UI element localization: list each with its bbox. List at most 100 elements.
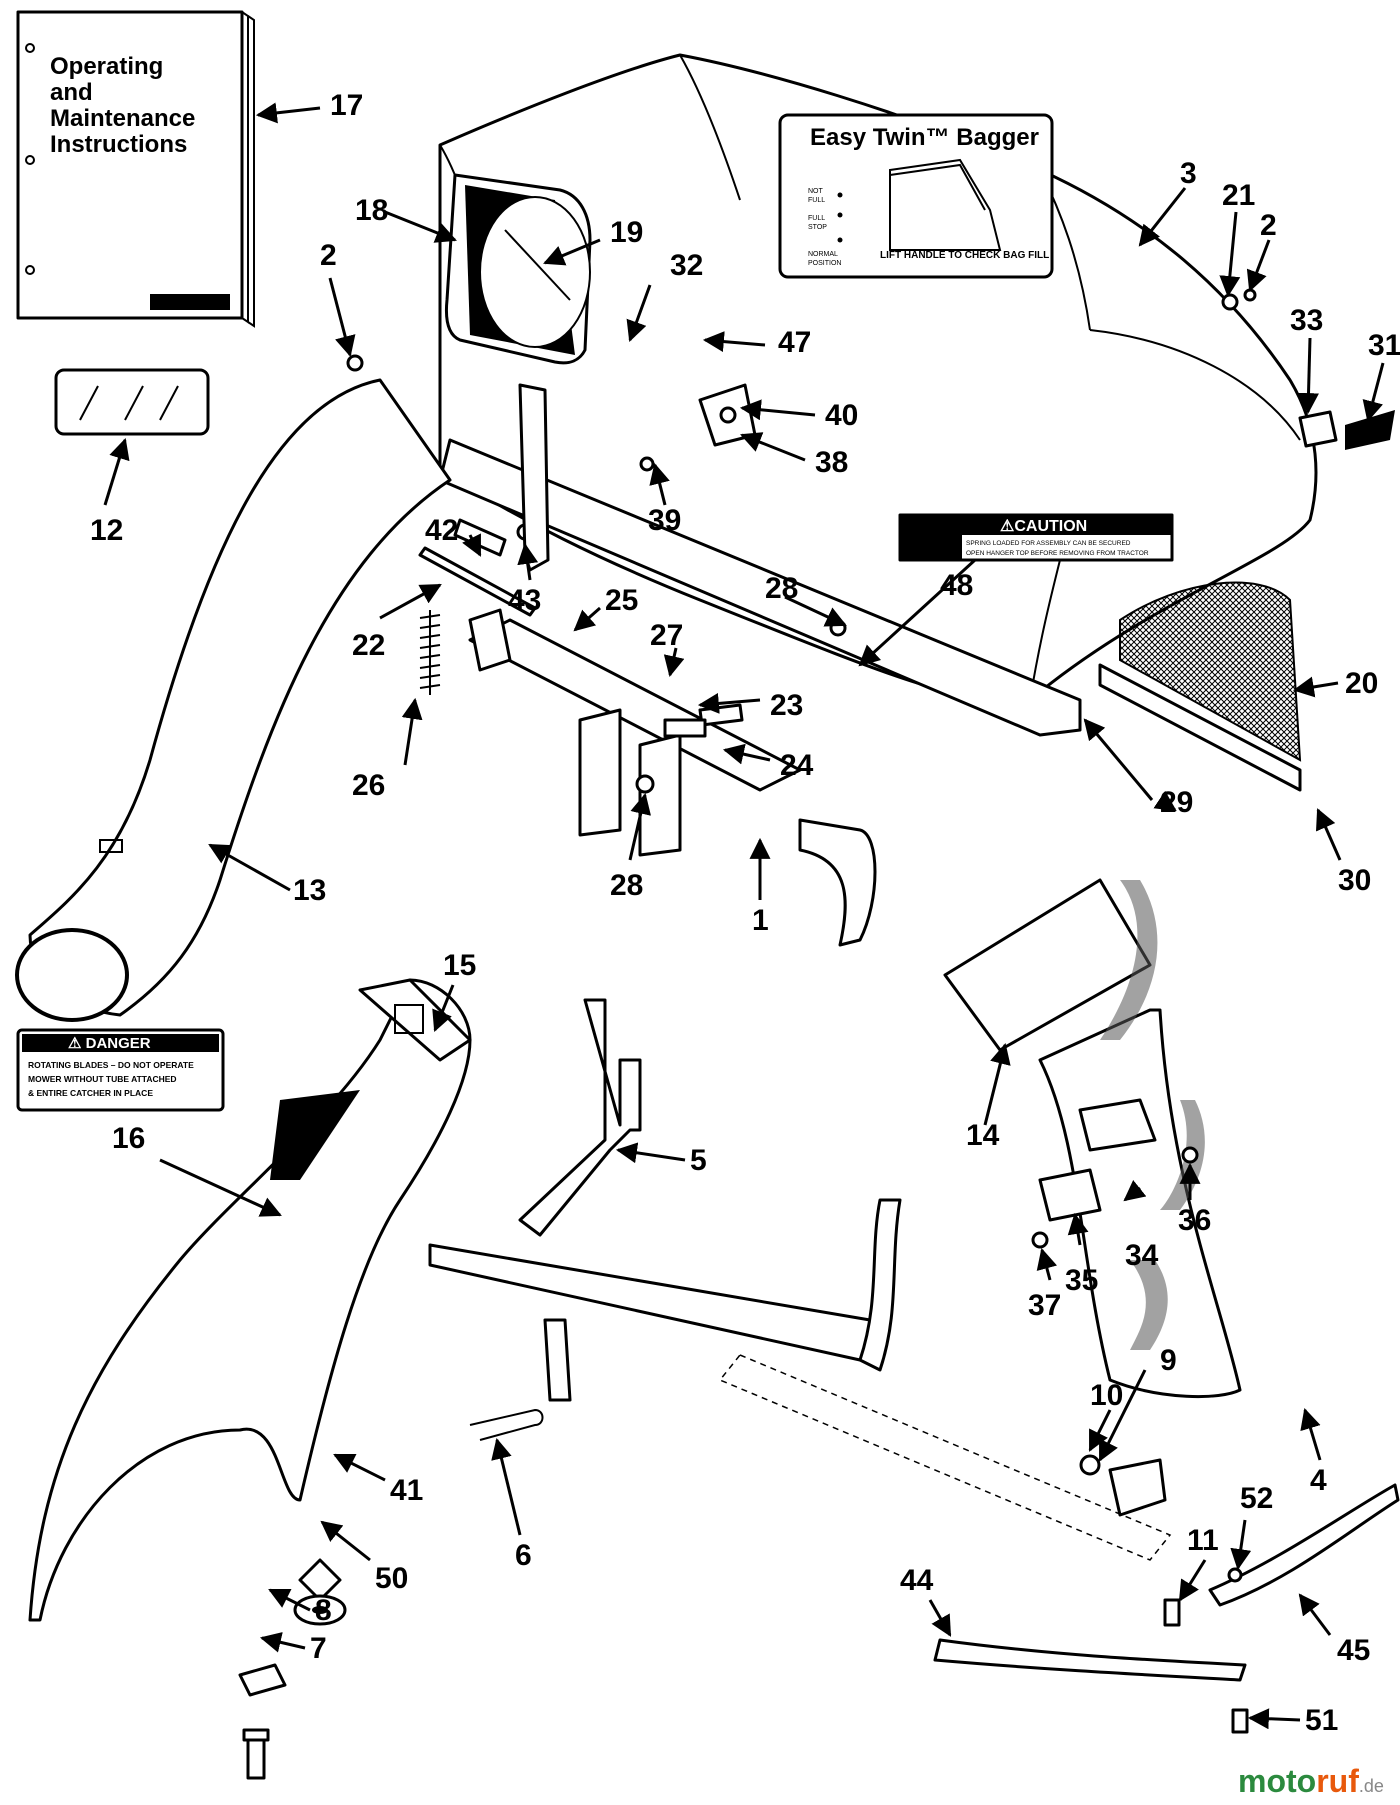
callout-5: 5 [690, 1144, 707, 1177]
callout-28b: 28 [610, 869, 643, 902]
decal-not-full-1: NOT [808, 188, 824, 195]
baffle-bracket [1079, 1454, 1181, 1627]
callout-4: 4 [1310, 1464, 1327, 1497]
callout-44: 44 [900, 1564, 934, 1597]
svg-text:motoruf.de: motoruf.de [1238, 1763, 1384, 1799]
callout-10: 10 [1090, 1379, 1123, 1412]
hood-screws [346, 288, 1257, 794]
danger-header: ⚠ DANGER [68, 1035, 151, 1052]
callout-12: 12 [90, 514, 123, 547]
callout-42: 42 [425, 514, 458, 547]
callout-8: 8 [315, 1594, 332, 1627]
watermark: motoruf.de [1238, 1763, 1384, 1799]
callout-26: 26 [352, 769, 385, 802]
callout-43: 43 [508, 584, 541, 617]
callout-13: 13 [293, 874, 326, 907]
callout-16: 16 [112, 1122, 145, 1155]
callout-19: 19 [610, 216, 643, 249]
callout-28a: 28 [765, 572, 798, 605]
callout-35: 35 [1065, 1264, 1098, 1297]
callout-22: 22 [352, 629, 385, 662]
callout-36: 36 [1178, 1204, 1211, 1237]
callout-48: 48 [940, 569, 973, 602]
callout-29: 29 [1160, 786, 1193, 819]
watermark-suffix: .de [1359, 1776, 1384, 1796]
callout-31: 31 [1368, 329, 1400, 362]
danger-line-1: ROTATING BLADES – DO NOT OPERATE [28, 1060, 194, 1070]
decal-not-full-2: FULL [808, 197, 825, 204]
callout-41: 41 [390, 1474, 423, 1507]
callout-11: 11 [1187, 1524, 1219, 1557]
discharge-tube [15, 378, 452, 1022]
callout-50: 50 [375, 1562, 408, 1595]
callout-52: 52 [1240, 1482, 1273, 1515]
callout-51: 51 [1305, 1704, 1338, 1737]
hairpin-clip [469, 1408, 544, 1441]
callout-33: 33 [1290, 304, 1323, 337]
callout-20: 20 [1345, 667, 1378, 700]
callout-21: 21 [1222, 179, 1255, 212]
manual-line-4: Instructions [50, 131, 187, 158]
bag-bracket [1031, 1098, 1199, 1249]
decal-title: Easy Twin™ Bagger [810, 124, 1039, 151]
reflector-window [54, 368, 210, 436]
decal-normal-2: POSITION [808, 260, 841, 267]
chute-opening [444, 173, 592, 365]
manual-line-2: and [50, 79, 93, 106]
decal-lift-text: LIFT HANDLE TO CHECK BAG FILL [880, 250, 1049, 261]
callout-45: 45 [1337, 1634, 1370, 1667]
support-frame [428, 998, 902, 1402]
caution-line-2: OPEN HANGER TOP BEFORE REMOVING FROM TRA… [966, 550, 1149, 557]
callout-40: 40 [825, 399, 858, 432]
callout-38: 38 [815, 446, 848, 479]
bag-chute [28, 978, 472, 1622]
decal-danger: ⚠ DANGER ROTATING BLADES – DO NOT OPERAT… [16, 1028, 225, 1112]
caution-line-1: SPRING LOADED FOR ASSEMBLY CAN BE SECURE… [966, 540, 1131, 547]
callout-7: 7 [310, 1632, 327, 1665]
mesh-screen [1098, 581, 1302, 792]
callout-17: 17 [330, 89, 363, 122]
callout-14: 14 [966, 1119, 1000, 1152]
callout-30: 30 [1338, 864, 1371, 897]
manual-line-3: Maintenance [50, 105, 195, 132]
wing-nut-washer [293, 1558, 347, 1626]
callout-1: 1 [752, 904, 769, 937]
callout-2a: 2 [320, 239, 337, 272]
latch [1298, 410, 1395, 450]
callout-47: 47 [778, 326, 811, 359]
decal-normal-1: NORMAL [808, 251, 838, 258]
decal-full-stop-2: STOP [808, 224, 827, 231]
decal-caution: ⚠CAUTION SPRING LOADED FOR ASSEMBLY CAN … [898, 513, 1174, 562]
callout-32: 32 [670, 249, 703, 282]
leader-lines [103, 102, 1385, 1730]
callout-numbers: 17 18 19 32 2 3 21 2 33 31 47 40 38 39 1… [90, 89, 1400, 1737]
manual-line-1: Operating [50, 53, 163, 80]
decal-easy-twin-bagger: Easy Twin™ Bagger NOT FULL FULL STOP NOR… [778, 113, 1054, 279]
callout-23: 23 [770, 689, 803, 722]
callout-18: 18 [355, 194, 388, 227]
callout-39: 39 [648, 504, 681, 537]
callout-34: 34 [1125, 1239, 1159, 1272]
callout-6: 6 [515, 1539, 532, 1572]
callout-3: 3 [1180, 157, 1197, 190]
caution-header: ⚠CAUTION [1000, 518, 1087, 535]
callout-15: 15 [443, 949, 476, 982]
deflectors [933, 1483, 1400, 1734]
watermark-part-1: moto [1238, 1763, 1316, 1799]
mower-blade-outline [718, 1354, 1172, 1561]
danger-line-3: & ENTIRE CATCHER IN PLACE [28, 1088, 153, 1098]
watermark-part-2: ruf [1316, 1763, 1359, 1799]
decal-full-stop-1: FULL [808, 215, 825, 222]
operating-manual: Operating and Maintenance Instructions [16, 10, 255, 328]
bolt-and-clip [238, 1663, 287, 1780]
callout-9: 9 [1160, 1344, 1177, 1377]
callout-27: 27 [650, 619, 683, 652]
callout-2b: 2 [1260, 209, 1277, 242]
spring [419, 610, 441, 695]
callout-24: 24 [780, 749, 814, 782]
danger-line-2: MOWER WITHOUT TUBE ATTACHED [28, 1074, 177, 1084]
callout-37: 37 [1028, 1289, 1061, 1322]
callout-25: 25 [605, 584, 638, 617]
mounting-frame [468, 608, 877, 947]
